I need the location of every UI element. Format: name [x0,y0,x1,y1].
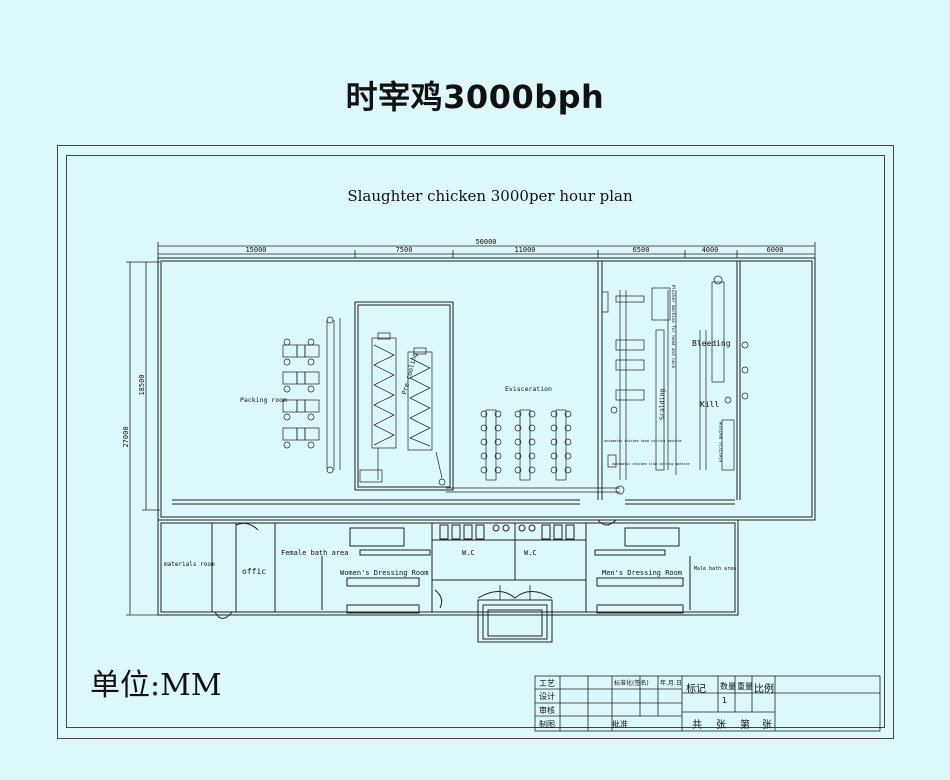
evisceration-equipment [446,409,625,495]
plan-title: Slaughter chicken 3000per hour plan [347,187,633,205]
label-plucker: Plucker machine for head and neck [671,285,676,369]
page-title: 时宰鸡3000bph [345,78,605,116]
unit-label: 单位:MM [90,668,222,703]
label-male-bath: Male bath area [694,566,736,572]
dim-height-total: 27000 [122,426,130,447]
drawing-sheet-outer-frame [57,145,894,739]
drawing-sheet-inner-frame [66,155,885,728]
label-auto-claw-cutting: automatic chicken claw cutting machine [612,462,690,466]
label-auto-head-cutting: automatic chicken head cutting machine [604,439,682,443]
tb-sheets-unit-1: 张 [716,720,726,731]
dim-seg-3: 11000 [514,246,535,254]
label-office: offic [242,567,266,576]
tb-mark: 标记 [686,684,706,695]
label-packing-room: Packing room [240,396,287,404]
label-materials-room: materials room [164,561,215,568]
dimension-lines [126,242,816,616]
label-kill: Kill [700,400,719,409]
precooling-spiral-equipment [359,332,446,486]
scalding-plucking-equipment [601,287,677,480]
label-mens-dressing: Men's Dressing Room [602,569,682,577]
tb-label-process: 工艺 [539,679,555,688]
dim-seg-2: 7500 [396,246,413,254]
tb-label-review: 审核 [539,706,555,715]
label-bleeding: Bleeding [692,339,731,348]
dim-total: 50000 [475,238,496,246]
label-womens-dressing: Women's Dressing Room [340,569,429,577]
bleeding-kill-equipment [699,275,749,471]
room-labels: Packing room Pre-cooling Evisceration Sc… [240,285,731,466]
label-wc-right: W.C [524,549,537,557]
tb-header-signature: (签名) [632,680,649,687]
tb-sheets-unit-2: 张 [762,720,772,731]
entrance-details [499,585,531,600]
dim-seg-6: 6000 [767,246,784,254]
tb-count-value: 1 [722,696,728,705]
tb-scale: 比例 [754,684,774,695]
label-female-bath: Female bath area [281,549,348,557]
tb-header-standard: 标准化 [614,680,633,687]
label-wc-left: W.C [462,549,475,557]
tb-label-draw: 制图 [539,720,555,729]
dim-seg-4: 6500 [633,246,650,254]
workshop-walls [157,257,816,521]
dim-height-upper: 18500 [138,374,146,395]
tb-quantity: 数量 [720,682,736,691]
auxiliary-labels: materials room offic Female bath area Wo… [164,549,736,577]
title-block-grid [534,675,881,732]
tb-sheets-total: 共 [692,720,702,731]
tb-sheet-number: 第 [740,720,750,731]
tb-weight: 重量 [737,682,753,691]
packing-tables [282,316,341,474]
dim-seg-1: 15000 [245,246,266,254]
label-electric: electric machine [718,421,723,462]
dimension-labels: 50000 15000 7500 11000 6500 4000 6000 27… [122,238,783,448]
tb-header-date: 年.月.日 [660,680,682,687]
dim-seg-5: 4000 [702,246,719,254]
label-precooling: Pre-cooling [400,352,419,396]
tb-label-design: 设计 [539,692,555,701]
auxiliary-building-walls [157,519,739,643]
label-evisceration: Evisceration [505,385,552,393]
tb-approve: 批准 [612,720,628,729]
label-scalding: Scalding [658,389,666,420]
